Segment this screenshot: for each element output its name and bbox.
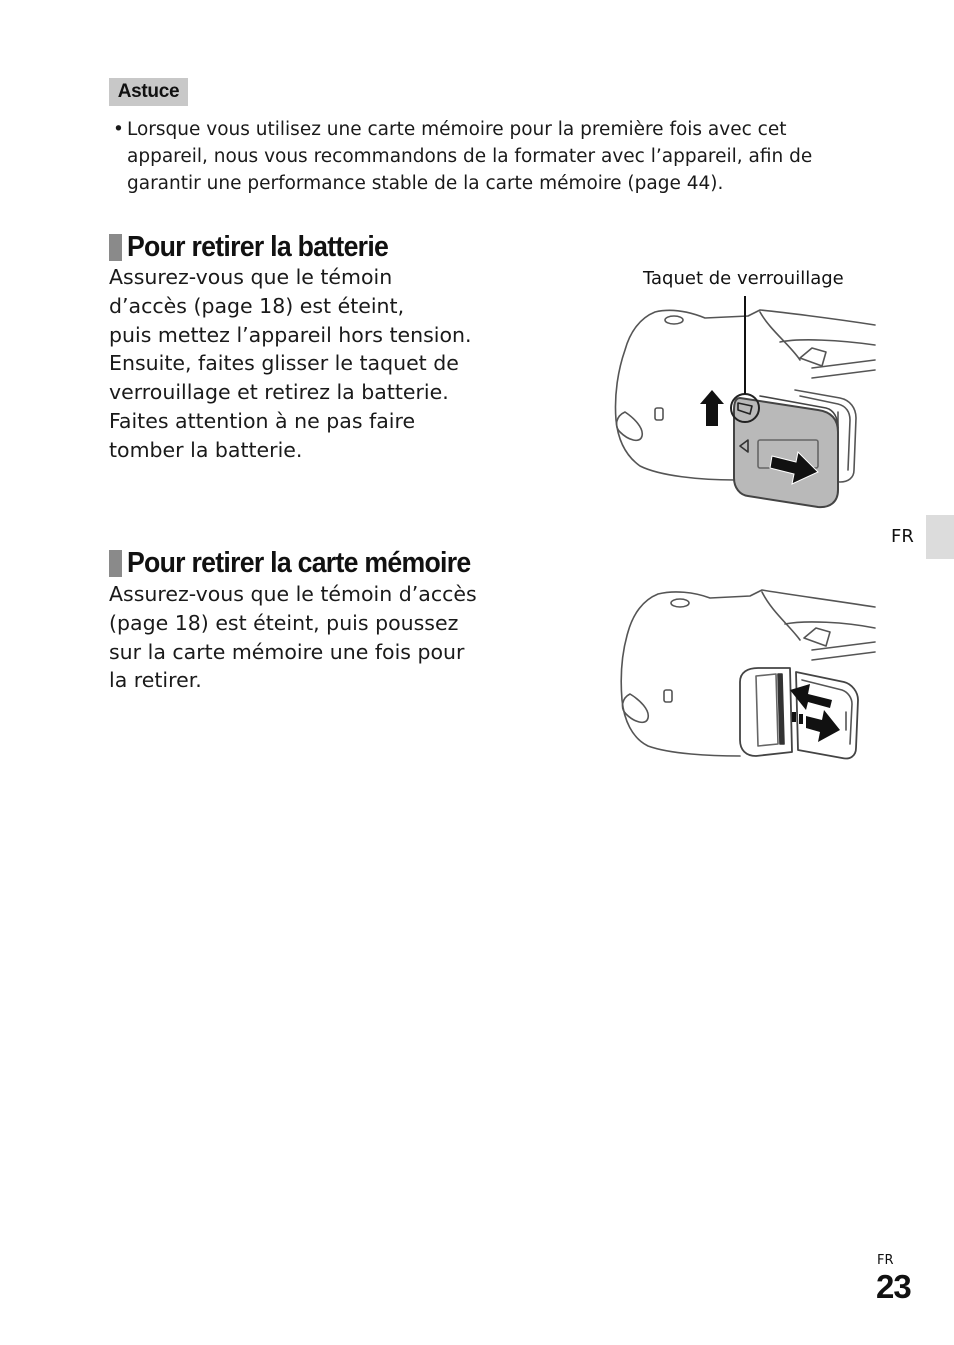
- side-tab: [926, 515, 954, 559]
- tip-item: • Lorsque vous utilisez une carte mémoir…: [113, 116, 873, 197]
- tip-text: Lorsque vous utilisez une carte mémoire …: [127, 119, 813, 194]
- page-number: 23: [876, 1268, 912, 1305]
- lock-lever-caption: Taquet de verrouillage: [643, 268, 844, 289]
- battery-section-heading: Pour retirer la batterie: [109, 231, 411, 264]
- footer-language-label: FR: [877, 1253, 894, 1268]
- heading-marker: [109, 234, 122, 261]
- heading-marker: [109, 550, 122, 577]
- battery-section-title: Pour retirer la batterie: [127, 231, 389, 263]
- card-section-heading: Pour retirer la carte mémoire: [109, 547, 500, 580]
- card-section-body: Assurez-vous que le témoin d’accès (page…: [109, 582, 477, 693]
- bullet: •: [113, 119, 124, 140]
- side-language-label: FR: [891, 526, 914, 547]
- battery-section-body: Assurez-vous que le témoin d’accès (page…: [109, 265, 472, 462]
- card-section-title: Pour retirer la carte mémoire: [127, 547, 471, 579]
- tip-label: Astuce: [109, 78, 188, 106]
